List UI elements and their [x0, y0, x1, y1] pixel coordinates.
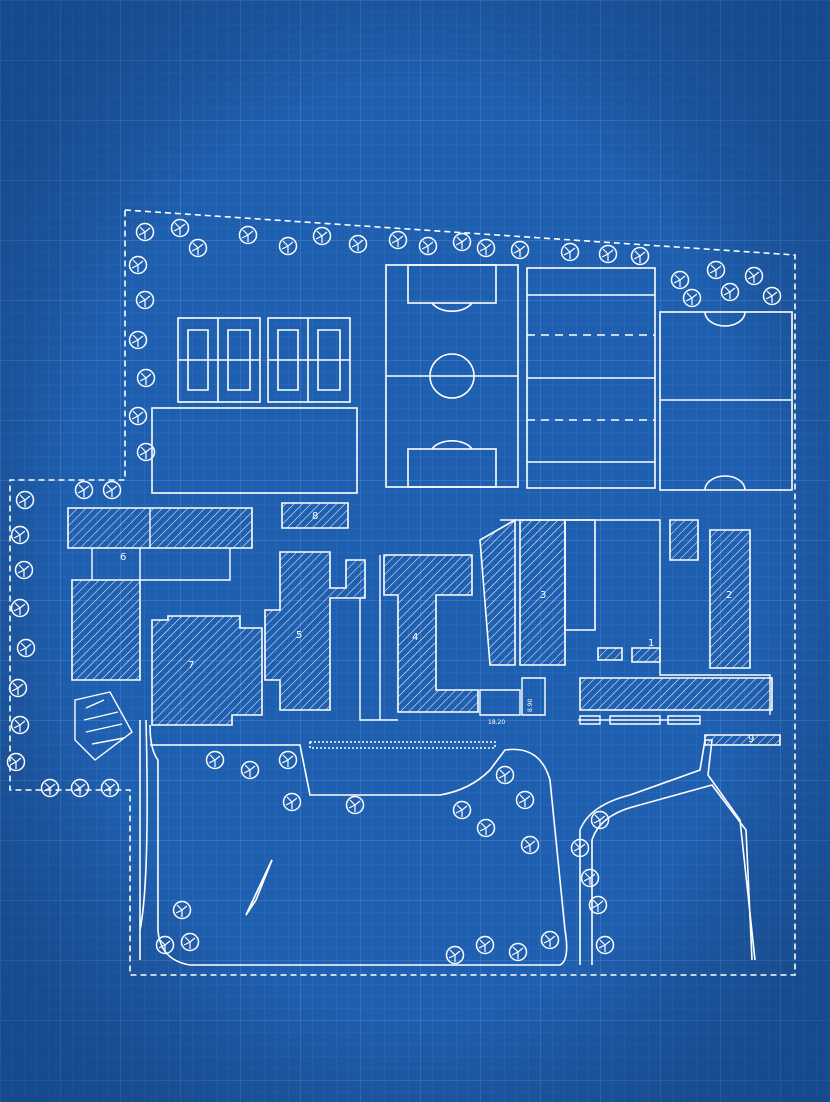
building-label-9: 9 [748, 734, 754, 745]
rugby-pitch [526, 267, 656, 489]
building-label-8: 8 [312, 511, 318, 522]
dimension-label-b: 8.90 [527, 698, 534, 712]
pavilion [74, 691, 133, 761]
building-9 [704, 734, 781, 746]
building-west-wing [67, 507, 253, 549]
building-7 [151, 615, 263, 726]
soccer-pitch [385, 264, 519, 488]
building-wedge [479, 518, 516, 666]
building-8 [281, 502, 349, 529]
building-5 [264, 551, 366, 711]
building-label-6: 6 [120, 552, 126, 563]
third-field [659, 311, 793, 491]
building-label-4: 4 [412, 632, 418, 643]
building-4 [383, 554, 479, 713]
building-label-2: 2 [726, 590, 732, 601]
building-2 [709, 529, 751, 669]
site-boundary [9, 209, 796, 976]
west-drive [139, 719, 148, 960]
service-road [149, 724, 568, 966]
building-west-block [71, 579, 141, 681]
parking-strip [309, 741, 496, 749]
building-label-7: 7 [188, 660, 194, 671]
tennis-courts [177, 317, 351, 403]
buildings [67, 502, 781, 746]
hard-court [151, 407, 358, 494]
building-label-3: 3 [540, 590, 546, 601]
dimension-label-a: 18.20 [488, 719, 505, 726]
building-south-wing [579, 677, 773, 711]
east-drive-inner [591, 784, 753, 965]
building-north-annex [669, 519, 699, 561]
north-arrow-icon [245, 859, 273, 916]
building-label-5: 5 [296, 630, 302, 641]
building-label-1: 1 [648, 638, 654, 649]
